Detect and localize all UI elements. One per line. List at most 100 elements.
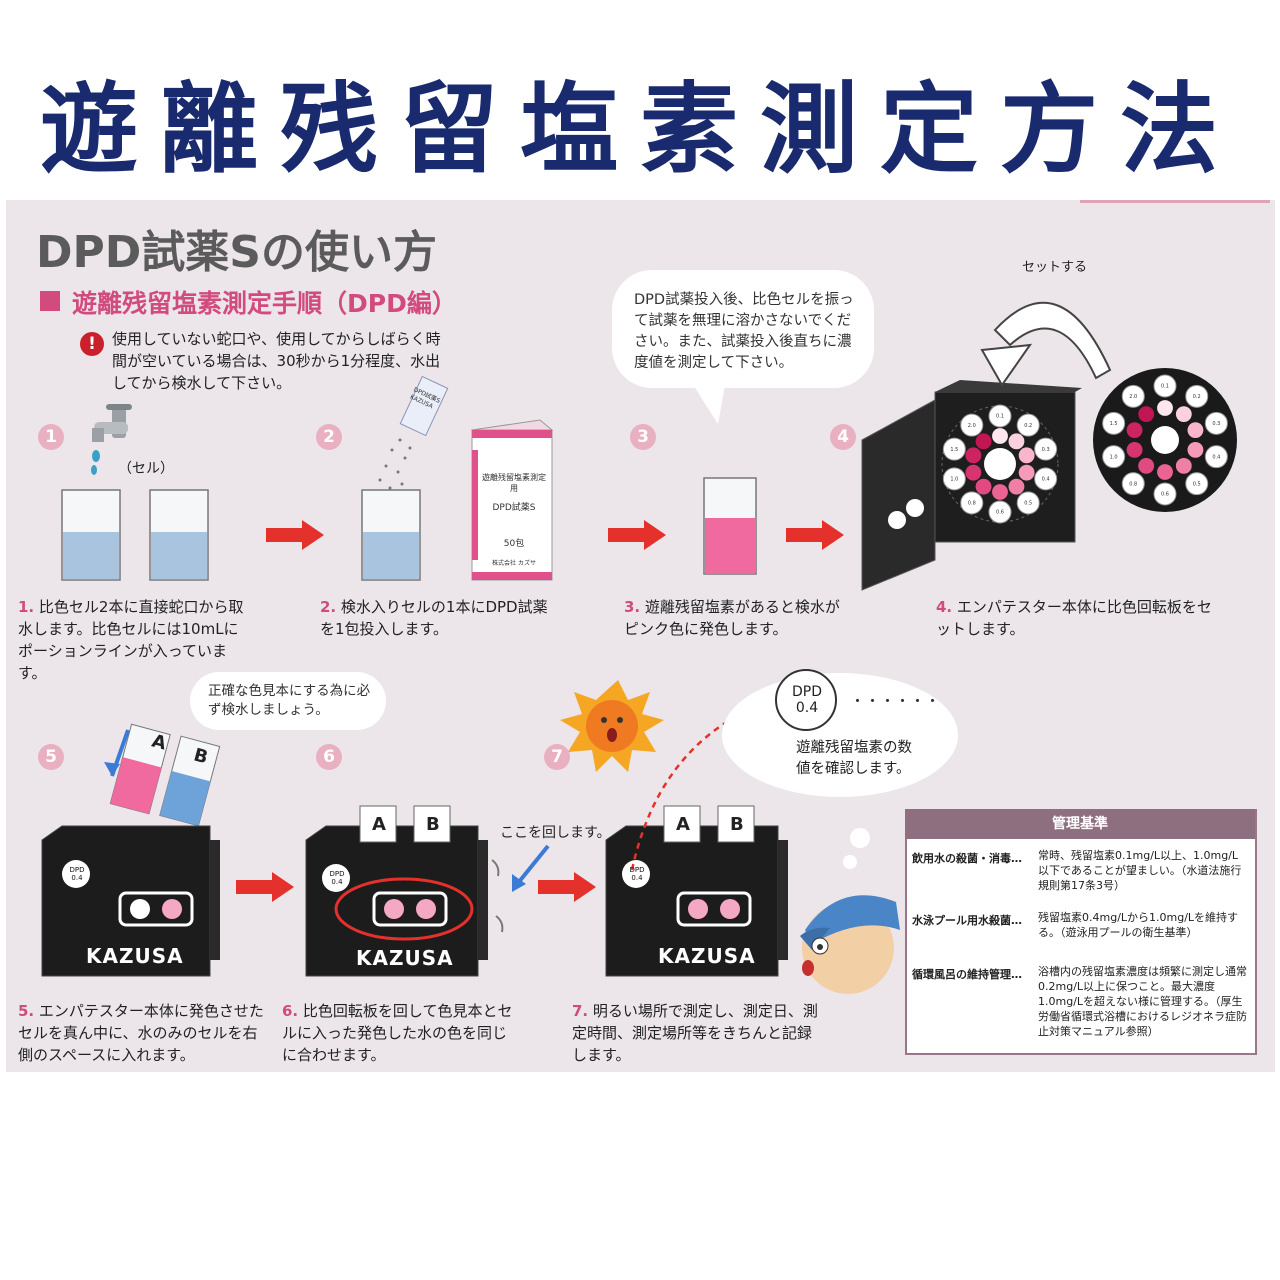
management-title: 管理基準 (905, 809, 1255, 839)
disk-color-sample (965, 447, 982, 464)
reagent-box-icon (470, 419, 554, 581)
disk-value-label: 0.1 (1161, 384, 1169, 390)
disk-label-cell (1102, 411, 1126, 435)
mgmt-text-drinking: 常時、残留塩素0.1mg/L以上、1.0mg/L以下であることが望ましい。（水道… (1038, 849, 1242, 892)
step-number-3: 3 (630, 424, 656, 450)
disk-color-sample (1138, 457, 1155, 474)
disk-color-sample (1138, 406, 1155, 423)
disk-label-cell (988, 500, 1012, 524)
rotate-arrow-icon (980, 301, 1112, 387)
disk-label-cell (1185, 472, 1209, 496)
disk-value-label: 2.0 (968, 423, 976, 429)
disk-value-label: 0.4 (1042, 476, 1050, 482)
disk-value-label: 0.2 (1193, 394, 1201, 400)
step-caption-7: 7. 明るい場所で測定し、測定日、測定時間、測定場所等をきちんと記録します。 (572, 1002, 818, 1064)
disk-label-cell (1016, 413, 1040, 437)
bubble-step5 (190, 672, 386, 730)
mgmt-label-drinking: 飲用水の殺菌・消毒… (912, 852, 1022, 865)
box-count: 50包 (503, 539, 525, 549)
box-name: DPD試薬S (492, 503, 536, 513)
powder-icon (378, 438, 412, 490)
cell-icon (703, 477, 757, 575)
step-number-1: 1 (38, 424, 64, 450)
arrow-icon (608, 520, 666, 550)
disk-color-sample (992, 484, 1008, 500)
cell-icon (361, 489, 421, 581)
disk-color-sample (1187, 441, 1204, 458)
warning-icon: ! (80, 332, 104, 356)
bubble-step3 (612, 270, 874, 388)
disk-in-device: 0.10.20.30.40.50.60.81.01.52.0 (942, 404, 1058, 524)
cell-b-icon (159, 735, 221, 827)
disk-color-sample (1187, 422, 1204, 439)
arrow-icon (786, 520, 844, 550)
disk-value-label: 0.8 (968, 500, 976, 506)
disk-color-sample (1157, 464, 1173, 480)
disk-color-sample (992, 428, 1008, 444)
disk-value-label: 0.1 (996, 414, 1004, 420)
disk-label-cell (942, 437, 966, 461)
disk-label-cell (1185, 384, 1209, 408)
warning-text: 使用していない蛇口や、使用してからしばらく時間が空いている場合は、30秒から1分… (112, 330, 441, 392)
arrow-icon (266, 520, 324, 550)
disk-color-sample (1157, 400, 1173, 416)
step-number-7: 7 (544, 744, 570, 770)
disk-label-cell (1034, 437, 1058, 461)
bubble-tail-icon (690, 380, 726, 424)
disk-label-cell (1034, 467, 1058, 491)
disk-value-label: 0.3 (1042, 447, 1050, 453)
set-label: セットする (1022, 260, 1088, 275)
subtitle-marker (40, 291, 60, 311)
cell-label: （セル） (118, 461, 174, 477)
disk-label-cell (1204, 445, 1228, 469)
box-title: 遊離残留塩素測定用 (482, 473, 546, 493)
reagent-packet-icon (399, 375, 449, 437)
disk-color-sample (1018, 447, 1035, 464)
disk-value-label: 0.5 (1193, 481, 1201, 487)
device-brand: KAZUSA (356, 946, 454, 970)
disk-color-sample (1175, 406, 1192, 423)
sun-icon (560, 680, 664, 772)
disk-color-sample (965, 464, 982, 481)
disk-color-sample (975, 433, 992, 450)
step-caption-4: 4. エンパテスター本体に比色回転板をセットします。 (936, 598, 1212, 638)
disk-label-cell (1016, 491, 1040, 515)
step-number-4: 4 (830, 424, 856, 450)
disk-value-label: 2.0 (1129, 394, 1137, 400)
disk-value-label: 0.8 (1129, 481, 1137, 487)
step-caption-1: 1. 比色セル2本に直接蛇口から取水します。比色セルには10mLにポーションライ… (18, 598, 244, 682)
step-caption-2: 2. 検水入りセルの1本にDPD試薬を1包投入します。 (320, 598, 548, 638)
disk-color-sample (1126, 422, 1143, 439)
disk-value-label: 0.6 (996, 510, 1004, 516)
arrow-icon (538, 872, 596, 902)
dpd-readout-icon (775, 669, 837, 731)
disk-color-sample (1175, 457, 1192, 474)
cell-b-letter: B (426, 814, 440, 835)
mgmt-text-bath: 浴槽内の残留塩素濃度は頻繁に測定し通常0.2mg/L以上に保つこと。最大濃度1.… (1038, 965, 1247, 1038)
readout-dots: ・・・・・・ (850, 692, 941, 710)
disk-label-cell (1121, 384, 1145, 408)
panel-title: DPD試薬Sの使い方 (36, 227, 437, 278)
step-caption-6: 6. 比色回転板を回して色見本とセルに入った発色した水の色を同じに合わせます。 (282, 1002, 513, 1064)
box-maker: 株式会社 カズサ (492, 560, 536, 567)
disk-color-sample (975, 478, 992, 495)
step-number-2: 2 (316, 424, 342, 450)
cell-b-letter: B (730, 814, 744, 835)
disk-value-label: 0.3 (1212, 421, 1220, 427)
disk-label-cell (988, 404, 1012, 428)
panel-subtitle: 遊離残留塩素測定手順（DPD編） (72, 289, 457, 318)
bubble-step3-text: DPD試薬投入後、比色セルを振って試薬を無理に溶かさないでください。また、試薬投… (634, 292, 854, 371)
cell-a-icon (109, 723, 171, 815)
person-icon (800, 895, 900, 994)
disk-color-sample (1008, 433, 1025, 450)
disk-value-label: 1.5 (1110, 421, 1118, 427)
vibration-icon (491, 859, 504, 933)
decorative-line (1080, 200, 1270, 203)
disk-value-label: 0.5 (1024, 500, 1032, 506)
disk-color-sample (1126, 441, 1143, 458)
disk-value-label: 0.2 (1024, 423, 1032, 429)
